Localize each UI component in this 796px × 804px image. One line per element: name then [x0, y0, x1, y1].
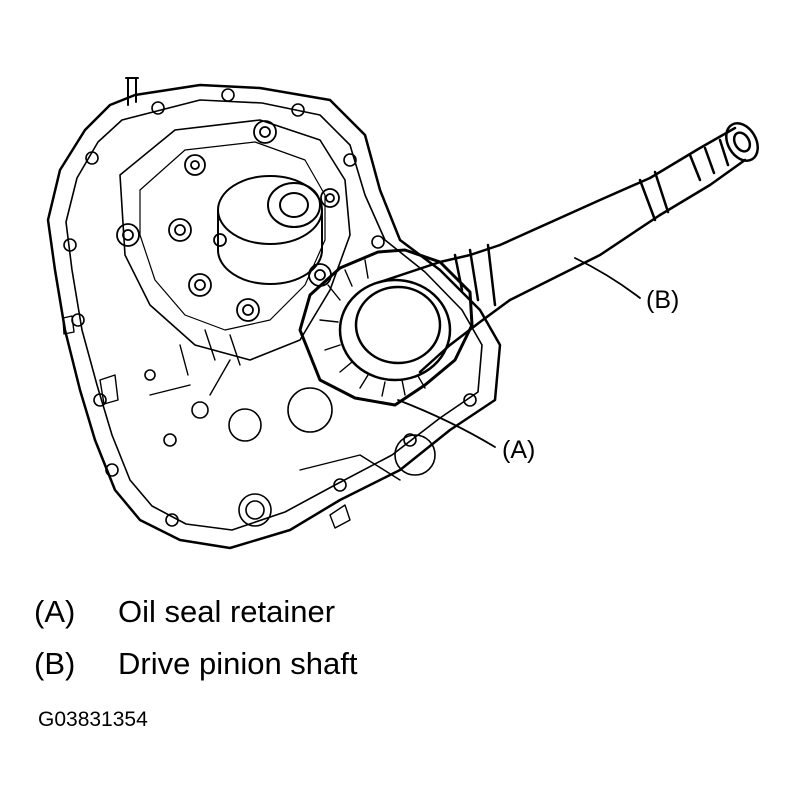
- leader-line-a: [397, 399, 496, 448]
- case-bolts: [116, 120, 340, 322]
- callout-label-b: (B): [646, 286, 680, 314]
- flange-holes: [63, 88, 477, 527]
- transmission-diagram: [46, 77, 759, 550]
- case-outline: [46, 83, 502, 550]
- legend-text-b: Drive pinion shaft: [118, 646, 358, 681]
- legend-item-a: (A) Oil seal retainer: [34, 596, 335, 627]
- case-ribs: [62, 315, 401, 529]
- legend-key-a: (A): [34, 594, 76, 629]
- leader-line-b: [574, 257, 641, 299]
- case-tube: [125, 77, 139, 106]
- legend-item-b: (B) Drive pinion shaft: [34, 648, 358, 679]
- case-recess-inner: [139, 141, 326, 331]
- callout-label-a: (A): [502, 436, 536, 464]
- legend-text-a: Oil seal retainer: [118, 594, 336, 629]
- center-boss: [217, 175, 323, 285]
- case-inner-rim: [65, 99, 483, 531]
- figure-code: G03831354: [38, 708, 148, 731]
- legend-key-b: (B): [34, 646, 76, 681]
- oil-seal-retainer: [298, 248, 474, 407]
- drive-pinion-shaft: [338, 122, 759, 382]
- retainer-teeth: [319, 259, 426, 397]
- case-recess: [119, 119, 351, 361]
